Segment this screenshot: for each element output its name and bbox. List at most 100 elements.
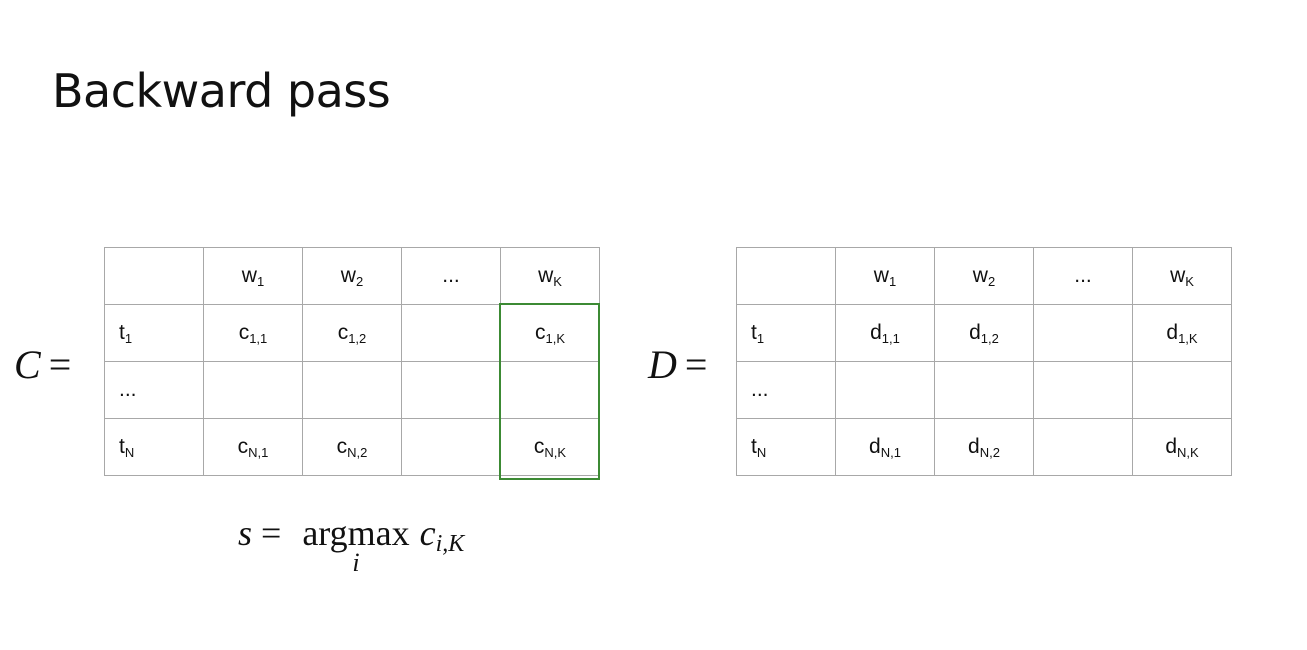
cell-text: w <box>1170 264 1186 287</box>
cell-text: w <box>873 264 889 287</box>
cell-text: ... <box>442 264 460 287</box>
cell-text: w <box>241 264 257 287</box>
cell-text: d <box>968 435 980 458</box>
matrix-d-cell <box>1132 361 1232 419</box>
formula-term: c <box>419 513 436 553</box>
matrix-c-row-header: t1 <box>104 304 204 362</box>
matrix-c-cell: c1,1 <box>203 304 303 362</box>
matrix-c-row: tN cN,1 cN,2 cN,K <box>104 418 600 476</box>
cell-subscript: K <box>1185 274 1194 289</box>
matrix-c-col-header: wK <box>500 247 600 305</box>
cell-subscript: N,K <box>544 445 567 460</box>
cell-text: t <box>119 435 125 458</box>
matrix-d-corner-cell <box>736 247 836 305</box>
matrix-c-col-header: ... <box>401 247 501 305</box>
equals-sign: = <box>684 342 708 387</box>
cell-subscript: 1 <box>888 274 897 289</box>
matrix-d-cell: d1,1 <box>835 304 935 362</box>
matrix-c-cell <box>302 361 402 419</box>
matrix-d-header-row: w1 w2 ... wK <box>736 247 1232 305</box>
matrix-d-col-header: w1 <box>835 247 935 305</box>
cell-subscript: 1 <box>124 331 133 346</box>
cell-subscript: 1,1 <box>881 331 900 346</box>
formula-equals: = <box>261 513 282 553</box>
matrix-d-col-header: w2 <box>934 247 1034 305</box>
matrix-c-cell: cN,2 <box>302 418 402 476</box>
slide-title: Backward pass <box>52 64 391 118</box>
formula-operator-sub: i <box>352 548 360 577</box>
cell-subscript: 1,1 <box>249 331 268 346</box>
matrix-d-row-header: t1 <box>736 304 836 362</box>
matrix-d-symbol: D <box>648 342 677 387</box>
cell-subscript: 1,K <box>545 331 565 346</box>
matrix-d-row: ... <box>736 361 1232 419</box>
cell-subscript: 2 <box>987 274 996 289</box>
matrix-c-cell <box>401 304 501 362</box>
cell-text: ... <box>751 378 769 401</box>
matrix-c-row-header: tN <box>104 418 204 476</box>
cell-text: c <box>533 435 545 458</box>
cell-text: w <box>340 264 356 287</box>
matrix-c-row-header: ... <box>104 361 204 419</box>
matrix-d-cell: dN,1 <box>835 418 935 476</box>
formula-lhs: s <box>238 513 253 553</box>
matrix-d-cell <box>1033 418 1133 476</box>
cell-subscript: N <box>124 445 135 460</box>
matrix-c-symbol: C <box>14 342 41 387</box>
cell-subscript: N,K <box>1177 445 1199 460</box>
matrix-c-cell: cN,1 <box>203 418 303 476</box>
matrix-c-col-header: w1 <box>203 247 303 305</box>
matrix-d-col-header: ... <box>1033 247 1133 305</box>
matrix-c-row: ... <box>104 361 600 419</box>
cell-subscript: N,1 <box>880 445 901 460</box>
cell-subscript: 1,K <box>1178 331 1198 346</box>
matrix-d-cell <box>1033 361 1133 419</box>
cell-subscript: N,1 <box>248 445 269 460</box>
matrix-d-row: t1 d1,1 d1,2 d1,K <box>736 304 1232 362</box>
matrix-c-cell: cN,K <box>500 418 600 476</box>
cell-subscript: N <box>756 445 767 460</box>
equals-sign: = <box>48 342 72 387</box>
cell-subscript: K <box>553 274 562 289</box>
cell-text: t <box>119 321 125 344</box>
matrix-c-cell: c1,K <box>500 304 600 362</box>
cell-subscript: 1 <box>256 274 265 289</box>
matrix-c-cell <box>203 361 303 419</box>
matrix-d-cell: d1,K <box>1132 304 1232 362</box>
cell-subscript: 1,2 <box>980 331 999 346</box>
matrix-d-col-header: wK <box>1132 247 1232 305</box>
cell-text: d <box>1165 435 1177 458</box>
matrix-c-row: t1 c1,1 c1,2 c1,K <box>104 304 600 362</box>
formula-term-sub: i,K <box>435 531 465 557</box>
matrix-c-cell: c1,2 <box>302 304 402 362</box>
cell-subscript: N,2 <box>979 445 1000 460</box>
cell-subscript: 1 <box>756 331 765 346</box>
matrix-c-cell <box>500 361 600 419</box>
cell-text: d <box>870 321 882 344</box>
matrix-d-cell <box>934 361 1034 419</box>
cell-text: t <box>751 435 757 458</box>
cell-text: t <box>751 321 757 344</box>
cell-subscript: 2 <box>355 274 364 289</box>
cell-subscript: N,2 <box>347 445 368 460</box>
matrix-d-cell: dN,2 <box>934 418 1034 476</box>
cell-text: d <box>1166 321 1179 344</box>
cell-text: c <box>337 321 349 344</box>
matrix-c-header-row: w1 w2 ... wK <box>104 247 600 305</box>
matrix-c-corner-cell <box>104 247 204 305</box>
cell-subscript: 1,2 <box>348 331 367 346</box>
matrix-c-col-header: w2 <box>302 247 402 305</box>
matrix-d-cell: d1,2 <box>934 304 1034 362</box>
cell-text: c <box>534 321 546 344</box>
matrix-d-label: D= <box>648 345 707 385</box>
cell-text: c <box>336 435 348 458</box>
cell-text: c <box>237 435 249 458</box>
matrix-c: w1 w2 ... wK t1 c1,1 c1,2 c1,K ... tN cN… <box>104 247 600 476</box>
cell-text: d <box>969 321 981 344</box>
cell-text: ... <box>119 378 137 401</box>
cell-text: w <box>538 264 554 287</box>
matrix-c-cell <box>401 418 501 476</box>
cell-text: c <box>238 321 250 344</box>
